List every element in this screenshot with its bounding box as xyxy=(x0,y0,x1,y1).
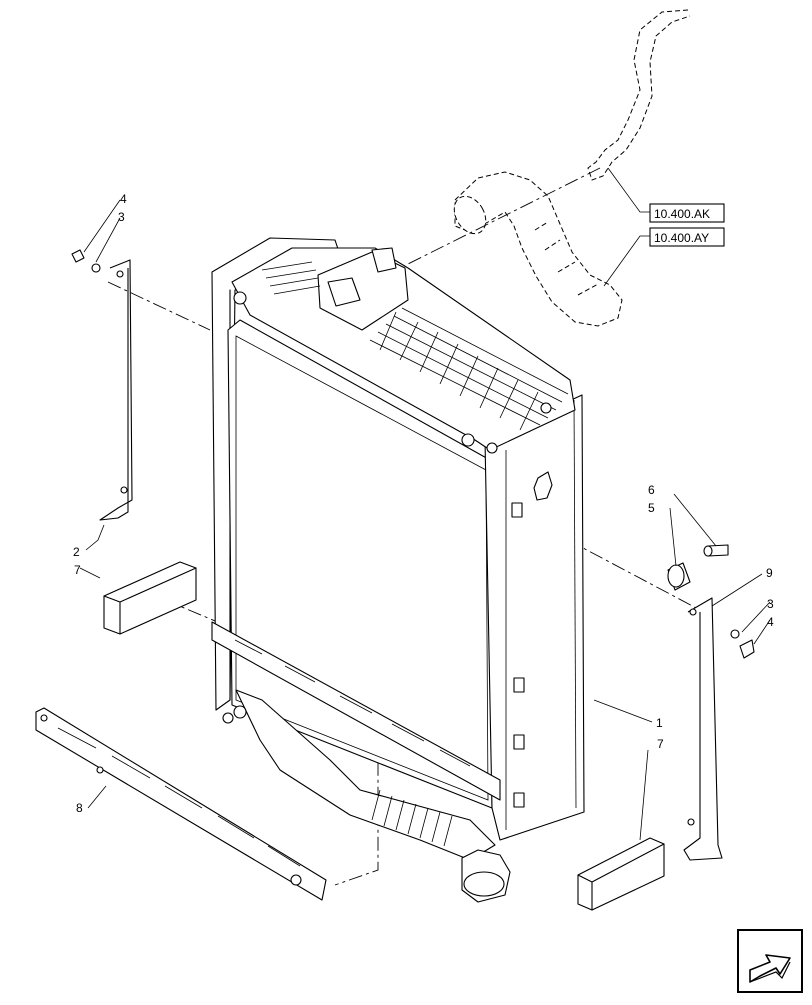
upper-hose xyxy=(587,9,691,181)
lower-crossbar xyxy=(35,707,327,901)
callout-9: 9 xyxy=(766,566,773,580)
callout-6: 6 xyxy=(648,483,655,497)
callout-labels: 1 2 3 3 4 4 5 6 7 7 8 9 xyxy=(73,192,774,815)
reference-tag-ay[interactable]: 10.400.AY xyxy=(649,227,725,247)
washer-bolt-right xyxy=(730,629,755,659)
callout-7-left: 7 xyxy=(74,563,81,577)
callout-8: 8 xyxy=(76,801,83,815)
callout-7-right: 7 xyxy=(657,737,664,751)
foam-pad-right xyxy=(577,837,665,911)
bushing-part-5 xyxy=(667,562,691,591)
radiator-assembly xyxy=(211,237,585,903)
callout-4-left: 4 xyxy=(120,192,127,206)
washer-bolt-left xyxy=(71,249,101,273)
reference-tag-ak[interactable]: 10.400.AK xyxy=(649,203,725,223)
callout-3-left: 3 xyxy=(118,210,125,224)
reference-tag-ak-label: 10.400.AK xyxy=(654,207,710,221)
callout-4-right: 4 xyxy=(767,615,774,629)
left-bracket xyxy=(99,259,133,521)
reference-tag-ay-label: 10.400.AY xyxy=(654,231,709,245)
next-page-arrow-icon[interactable] xyxy=(737,929,803,993)
callout-2: 2 xyxy=(73,545,80,559)
callout-3-right: 3 xyxy=(767,597,774,611)
leader-lines xyxy=(79,167,771,841)
callout-1: 1 xyxy=(656,716,663,730)
pin-part-6 xyxy=(703,544,729,557)
foam-pad-left xyxy=(103,561,197,635)
callout-5: 5 xyxy=(648,501,655,515)
lower-hose xyxy=(453,171,623,327)
right-bracket xyxy=(683,597,723,861)
